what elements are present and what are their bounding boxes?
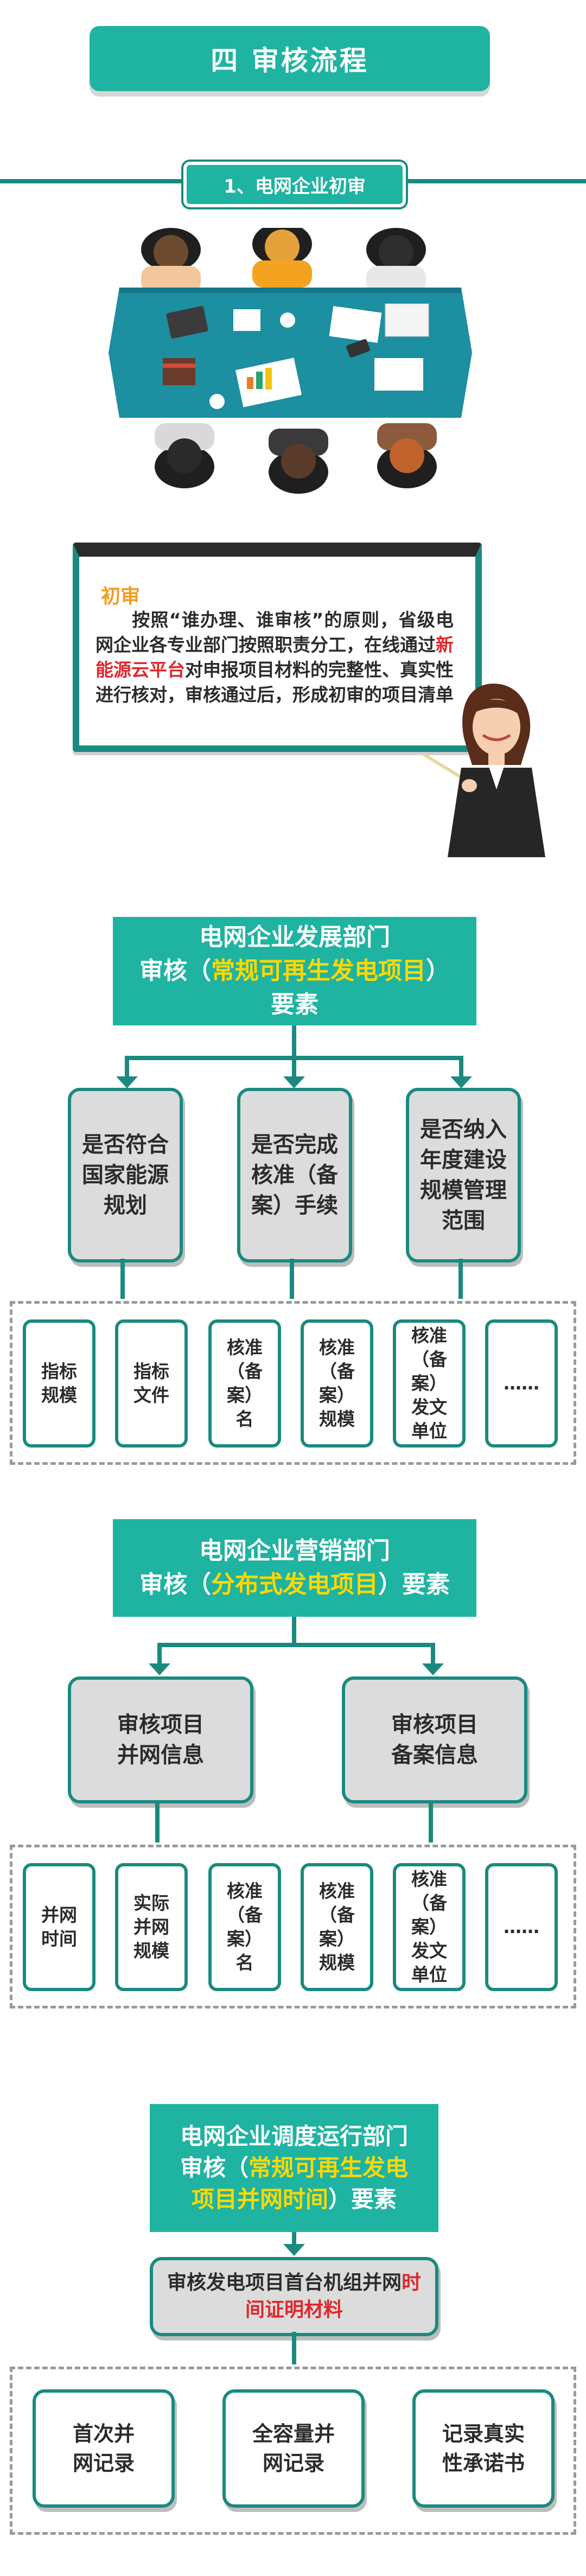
initial-review-title: 初审 bbox=[101, 585, 141, 608]
dev-item-2: 指标文件 bbox=[115, 1319, 188, 1448]
mkt-item-6: …… bbox=[485, 1863, 558, 1991]
dev-criterion-1: 是否符合国家能源规划 bbox=[68, 1088, 183, 1263]
dispatch-dept-line1: 电网企业调度运行部门 bbox=[180, 2123, 408, 2150]
dev-item-3: 核准（备案）名 bbox=[208, 1319, 281, 1448]
dev-dept-line1: 电网企业发展部门 bbox=[199, 923, 390, 951]
mkt-dept-header: 电网企业营销部门 审核（分布式发电项目）要素 bbox=[113, 1519, 476, 1617]
dispatch-dept-header: 电网企业调度运行部门 审核（常规可再生发电 项目并网时间）要素 bbox=[150, 2104, 438, 2232]
dev-item-5: 核准（备案）发文单位 bbox=[393, 1319, 466, 1448]
mkt-item-4: 核准（备案）规模 bbox=[301, 1863, 373, 1991]
mkt-dept-line2: 审核（分布式发电项目）要素 bbox=[139, 1571, 450, 1598]
dev-criterion-3: 是否纳入年度建设规模管理范围 bbox=[406, 1088, 521, 1263]
dispatch-item-1: 首次并网记录 bbox=[33, 2389, 175, 2508]
dispatch-item-2: 全容量并网记录 bbox=[222, 2389, 365, 2508]
dispatch-dept-line3: 项目并网时间）要素 bbox=[191, 2186, 397, 2212]
dispatch-items-group bbox=[10, 2367, 576, 2535]
sub-heading: 1、电网企业初审 bbox=[183, 162, 406, 207]
mkt-items-group bbox=[10, 1845, 576, 2008]
dev-item-6: …… bbox=[485, 1319, 558, 1448]
dev-item-4: 核准（备案）规模 bbox=[301, 1319, 373, 1448]
dev-dept-line3: 要素 bbox=[271, 991, 319, 1018]
dev-item-1: 指标规模 bbox=[23, 1319, 95, 1448]
mkt-item-5: 核准（备案）发文单位 bbox=[393, 1863, 466, 1991]
mkt-item-3: 核准（备案）名 bbox=[208, 1863, 281, 1991]
mkt-dept-line1: 电网企业营销部门 bbox=[199, 1537, 390, 1565]
mkt-criterion-1: 审核项目并网信息 bbox=[68, 1676, 253, 1803]
dev-dept-line2: 审核（常规可再生发电项目） bbox=[139, 957, 450, 985]
mkt-item-1: 并网时间 bbox=[23, 1863, 95, 1991]
dev-dept-header: 电网企业发展部门 审核（常规可再生发电项目） 要素 bbox=[113, 917, 476, 1025]
mkt-item-2: 实际并网规模 bbox=[115, 1863, 188, 1991]
dev-items-group bbox=[10, 1301, 576, 1465]
dispatch-item-3: 记录真实性承诺书 bbox=[412, 2389, 555, 2508]
initial-review-body: 按照“谁办理、谁审核”的原则，省级电网企业各专业部门按照职责分工，在线通过新能源… bbox=[95, 609, 454, 705]
dispatch-dept-line2: 审核（常规可再生发电 bbox=[180, 2154, 409, 2181]
section-title: 四 审核流程 bbox=[90, 26, 490, 91]
dispatch-review-box: 审核发电项目首台机组并网时间证明材料 bbox=[150, 2257, 438, 2336]
meeting-illustration bbox=[109, 228, 472, 494]
businesswoman-illustration bbox=[422, 684, 545, 857]
initial-review-box bbox=[73, 543, 482, 752]
mkt-criterion-2: 审核项目备案信息 bbox=[342, 1676, 527, 1803]
dev-criterion-2: 是否完成核准（备案）手续 bbox=[237, 1088, 352, 1263]
